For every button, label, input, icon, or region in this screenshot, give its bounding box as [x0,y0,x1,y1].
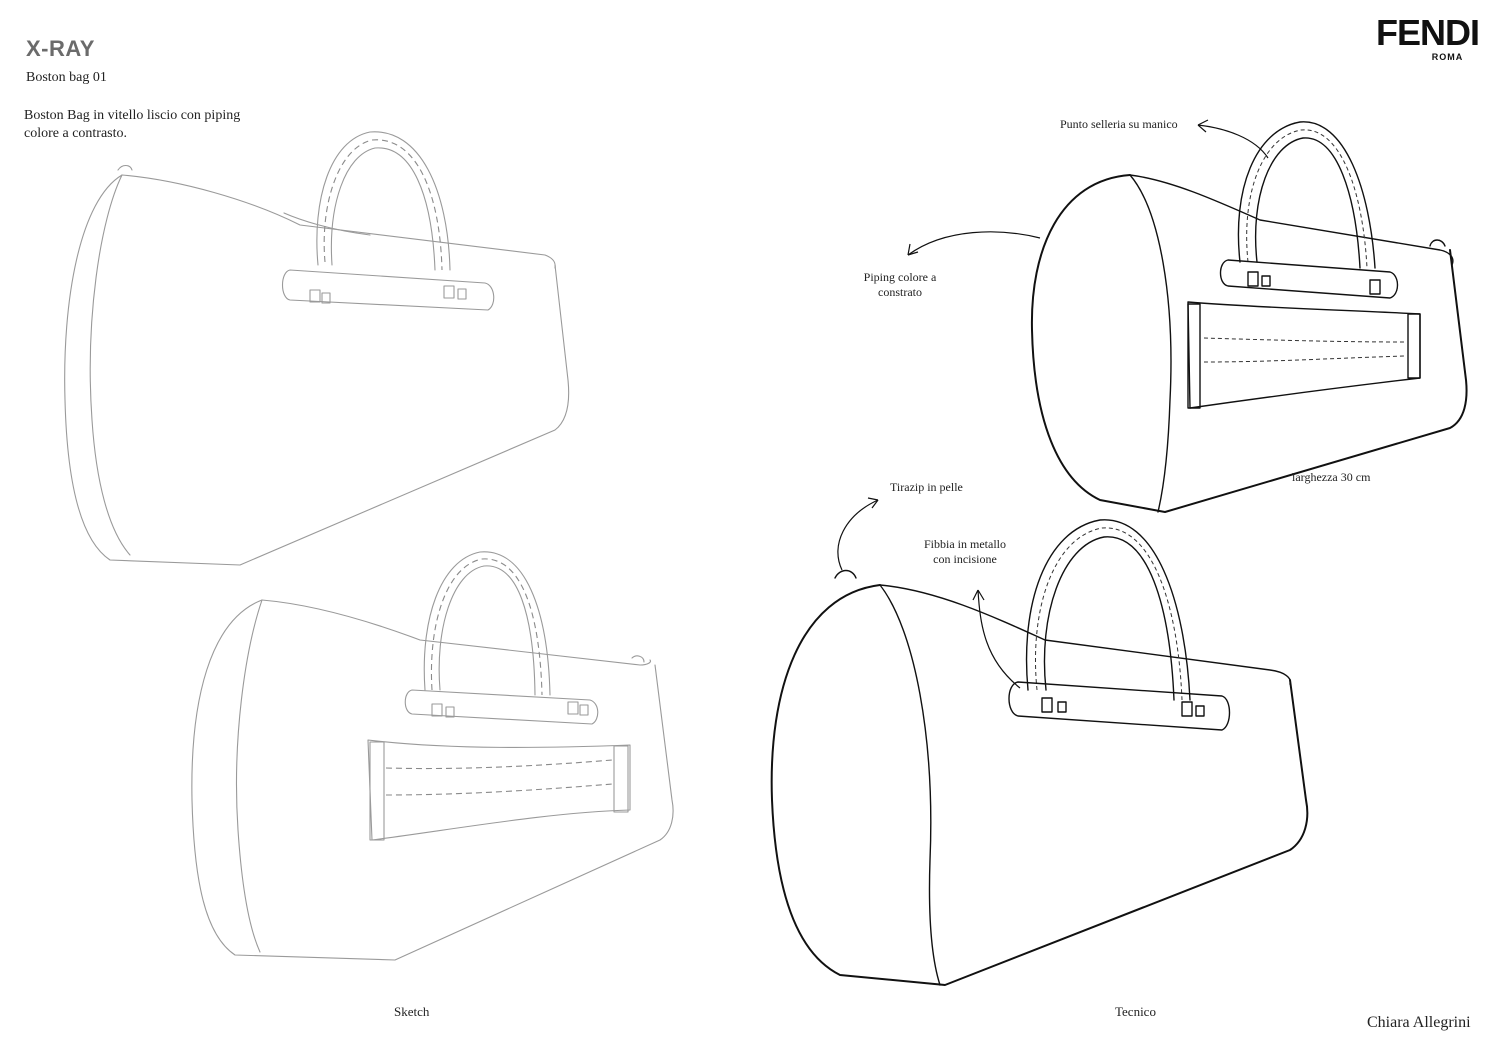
brand-logo: FENDI ROMA [1370,12,1485,63]
annotation-piping: Piping colore a constrato [863,270,937,299]
sketch-bag-top [64,131,570,566]
sketch-bag-bottom [191,551,674,961]
callout-arrows [837,119,1269,689]
caption-technical: Tecnico [1115,1004,1156,1019]
technical-bag-top [1030,121,1468,513]
brand-name: FENDI [1376,12,1480,53]
product-description: Boston Bag in vitello liscio con piping … [24,108,241,141]
caption-sketch: Sketch [394,1004,430,1019]
annotation-buckle: Fibbia in metallo con incisione [924,537,1006,566]
product-name: Boston bag 01 [26,70,107,85]
author-name: Chiara Allegrini [1367,1014,1471,1031]
technical-bag-bottom [770,519,1309,986]
annotation-handle-stitch: Punto selleria su manico [1060,117,1178,131]
annotation-width: larghezza 30 cm [1292,470,1371,484]
brand-sub: ROMA [1431,52,1464,62]
page-title: X-RAY [26,36,95,61]
annotation-zip-pull: Tirazip in pelle [890,480,963,494]
